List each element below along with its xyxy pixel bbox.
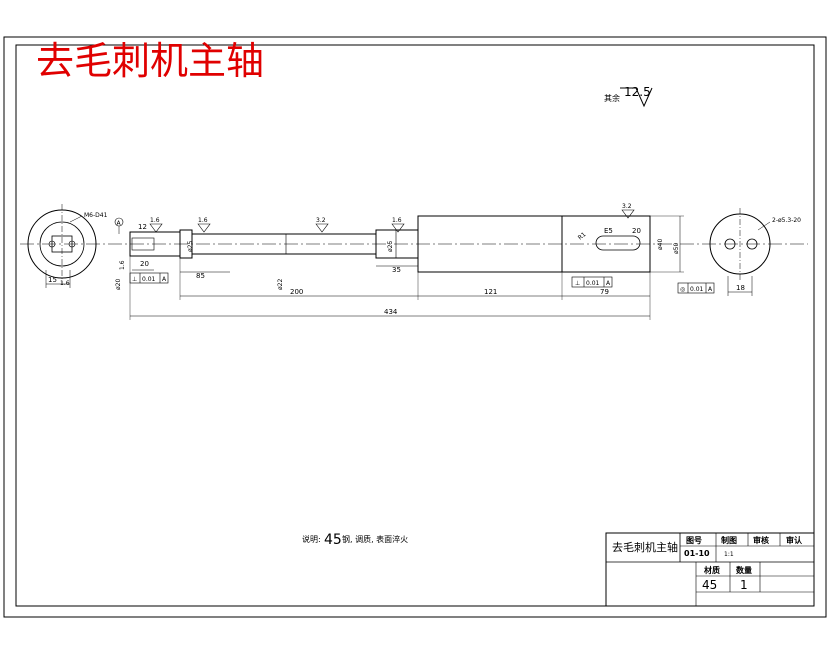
tb-part-name: 去毛刺机主轴 — [612, 540, 678, 554]
tb-header-drawing-no: 图号 — [686, 536, 702, 545]
technical-note: 说明: 45 钢, 调质, 表面淬火 — [302, 532, 408, 548]
right-view-label: 2-ø5.3-20 — [772, 217, 801, 224]
left-view-inner-circle — [39, 221, 85, 267]
leader-line — [69, 215, 83, 223]
tb-header-check2: 审认 — [786, 535, 803, 545]
dim-434: 434 — [384, 308, 398, 316]
note-prefix: 说明: — [302, 534, 321, 544]
roughness-note: 其余 12.5 — [604, 85, 653, 108]
dim-d20: ø20 — [115, 279, 122, 290]
tb-header-quantity: 数量 — [736, 565, 752, 575]
title-block-frame — [605, 532, 815, 607]
tol-datum: A — [162, 276, 167, 283]
dim-20-slot: 20 — [632, 227, 641, 235]
roughness-mark-icon — [315, 223, 329, 233]
dim-121: 121 — [484, 288, 497, 296]
dim-85: 85 — [196, 272, 205, 280]
right-end-slot — [595, 235, 641, 251]
dim-d25-right: ø25 — [387, 241, 394, 252]
right-view-width-dim: 18 — [736, 284, 745, 292]
dim-200: 200 — [290, 288, 303, 296]
tb-quantity: 1 — [740, 578, 748, 592]
tol-datum: A — [708, 286, 713, 293]
inner-frame — [15, 44, 815, 607]
title-block: 去毛刺机主轴 图号 制图 审核 审认 01-10 1:1 材质 数量 45 1 — [605, 532, 815, 607]
roughness-mark: 1.6 — [150, 217, 160, 224]
tolerance-frame-2: ⊥ 0.01 A — [571, 276, 613, 288]
left-view-hole — [48, 240, 56, 248]
roughness-mark-icon — [149, 223, 163, 233]
tb-scale: 1:1 — [724, 551, 734, 558]
right-view-hole — [746, 238, 758, 250]
dim-r1: R1 — [577, 231, 588, 242]
dim-79: 79 — [600, 288, 609, 296]
tol-symbol-icon: ⊥ — [132, 276, 137, 283]
note-material: 45 — [324, 532, 342, 548]
roughness-mark-icon — [197, 223, 211, 233]
tolerance-frame-1: ⊥ 0.01 A — [129, 272, 169, 284]
tol-value: 0.01 — [690, 286, 704, 293]
roughness-symbols: 1.6 1.6 3.2 1.6 3.2 — [149, 203, 635, 233]
tol-symbol-icon: ⊥ — [575, 280, 580, 287]
roughness-prefix: 其余 — [604, 93, 620, 103]
roughness-mark: 1.6 — [392, 217, 402, 224]
tol-symbol-icon: ◎ — [680, 286, 685, 293]
tb-header-scale: 制图 — [721, 535, 737, 545]
left-keyway — [131, 237, 155, 251]
dim-35: 35 — [392, 266, 401, 274]
tol-value: 0.01 — [586, 280, 600, 287]
tolerance-frame-3: ◎ 0.01 A — [677, 282, 715, 294]
tb-drawing-no: 01-10 — [684, 549, 710, 558]
dim-d50: ø50 — [673, 243, 680, 254]
dim-e5: E5 — [604, 227, 613, 235]
tol-value: 0.01 — [142, 276, 156, 283]
shaft-main-view: A 1.6 1.6 3.2 1.6 3.2 1 — [114, 203, 715, 320]
dim-d22: ø22 — [277, 279, 284, 290]
dim-20: 20 — [140, 260, 149, 268]
note-rest: 钢, 调质, 表面淬火 — [342, 534, 408, 544]
drawing-title: 去毛刺机主轴 — [36, 39, 264, 83]
dim-d25-left: ø25 — [187, 241, 194, 252]
roughness-mark: 3.2 — [622, 203, 632, 210]
roughness-mark-icon — [391, 223, 405, 233]
dim-d20-tol: 1.6 — [119, 260, 126, 270]
right-view-hole — [724, 238, 736, 250]
roughness-mark: 1.6 — [198, 217, 208, 224]
outer-frame — [3, 36, 827, 618]
left-end-view: M6-D41 15 1.6 — [27, 204, 108, 288]
right-end-view: 2-ø5.3-20 18 — [709, 208, 801, 296]
roughness-symbol-icon — [620, 87, 653, 108]
leader-line — [757, 221, 771, 231]
tol-datum: A — [606, 280, 611, 287]
datum-label: A — [117, 220, 122, 227]
shaft-segment-right-end — [561, 215, 651, 273]
left-view-hole — [68, 240, 76, 248]
dim-d40: ø40 — [657, 239, 664, 250]
roughness-mark-icon — [621, 209, 635, 219]
left-view-width-dim: 15 — [48, 276, 57, 284]
left-view-label: M6-D41 — [84, 212, 108, 219]
tb-material: 45 — [702, 578, 717, 592]
dim-12: 12 — [138, 223, 147, 231]
tb-header-check1: 审核 — [753, 535, 769, 545]
tb-header-material: 材质 — [704, 565, 720, 575]
left-view-tol: 1.6 — [60, 280, 70, 287]
roughness-mark: 3.2 — [316, 217, 326, 224]
